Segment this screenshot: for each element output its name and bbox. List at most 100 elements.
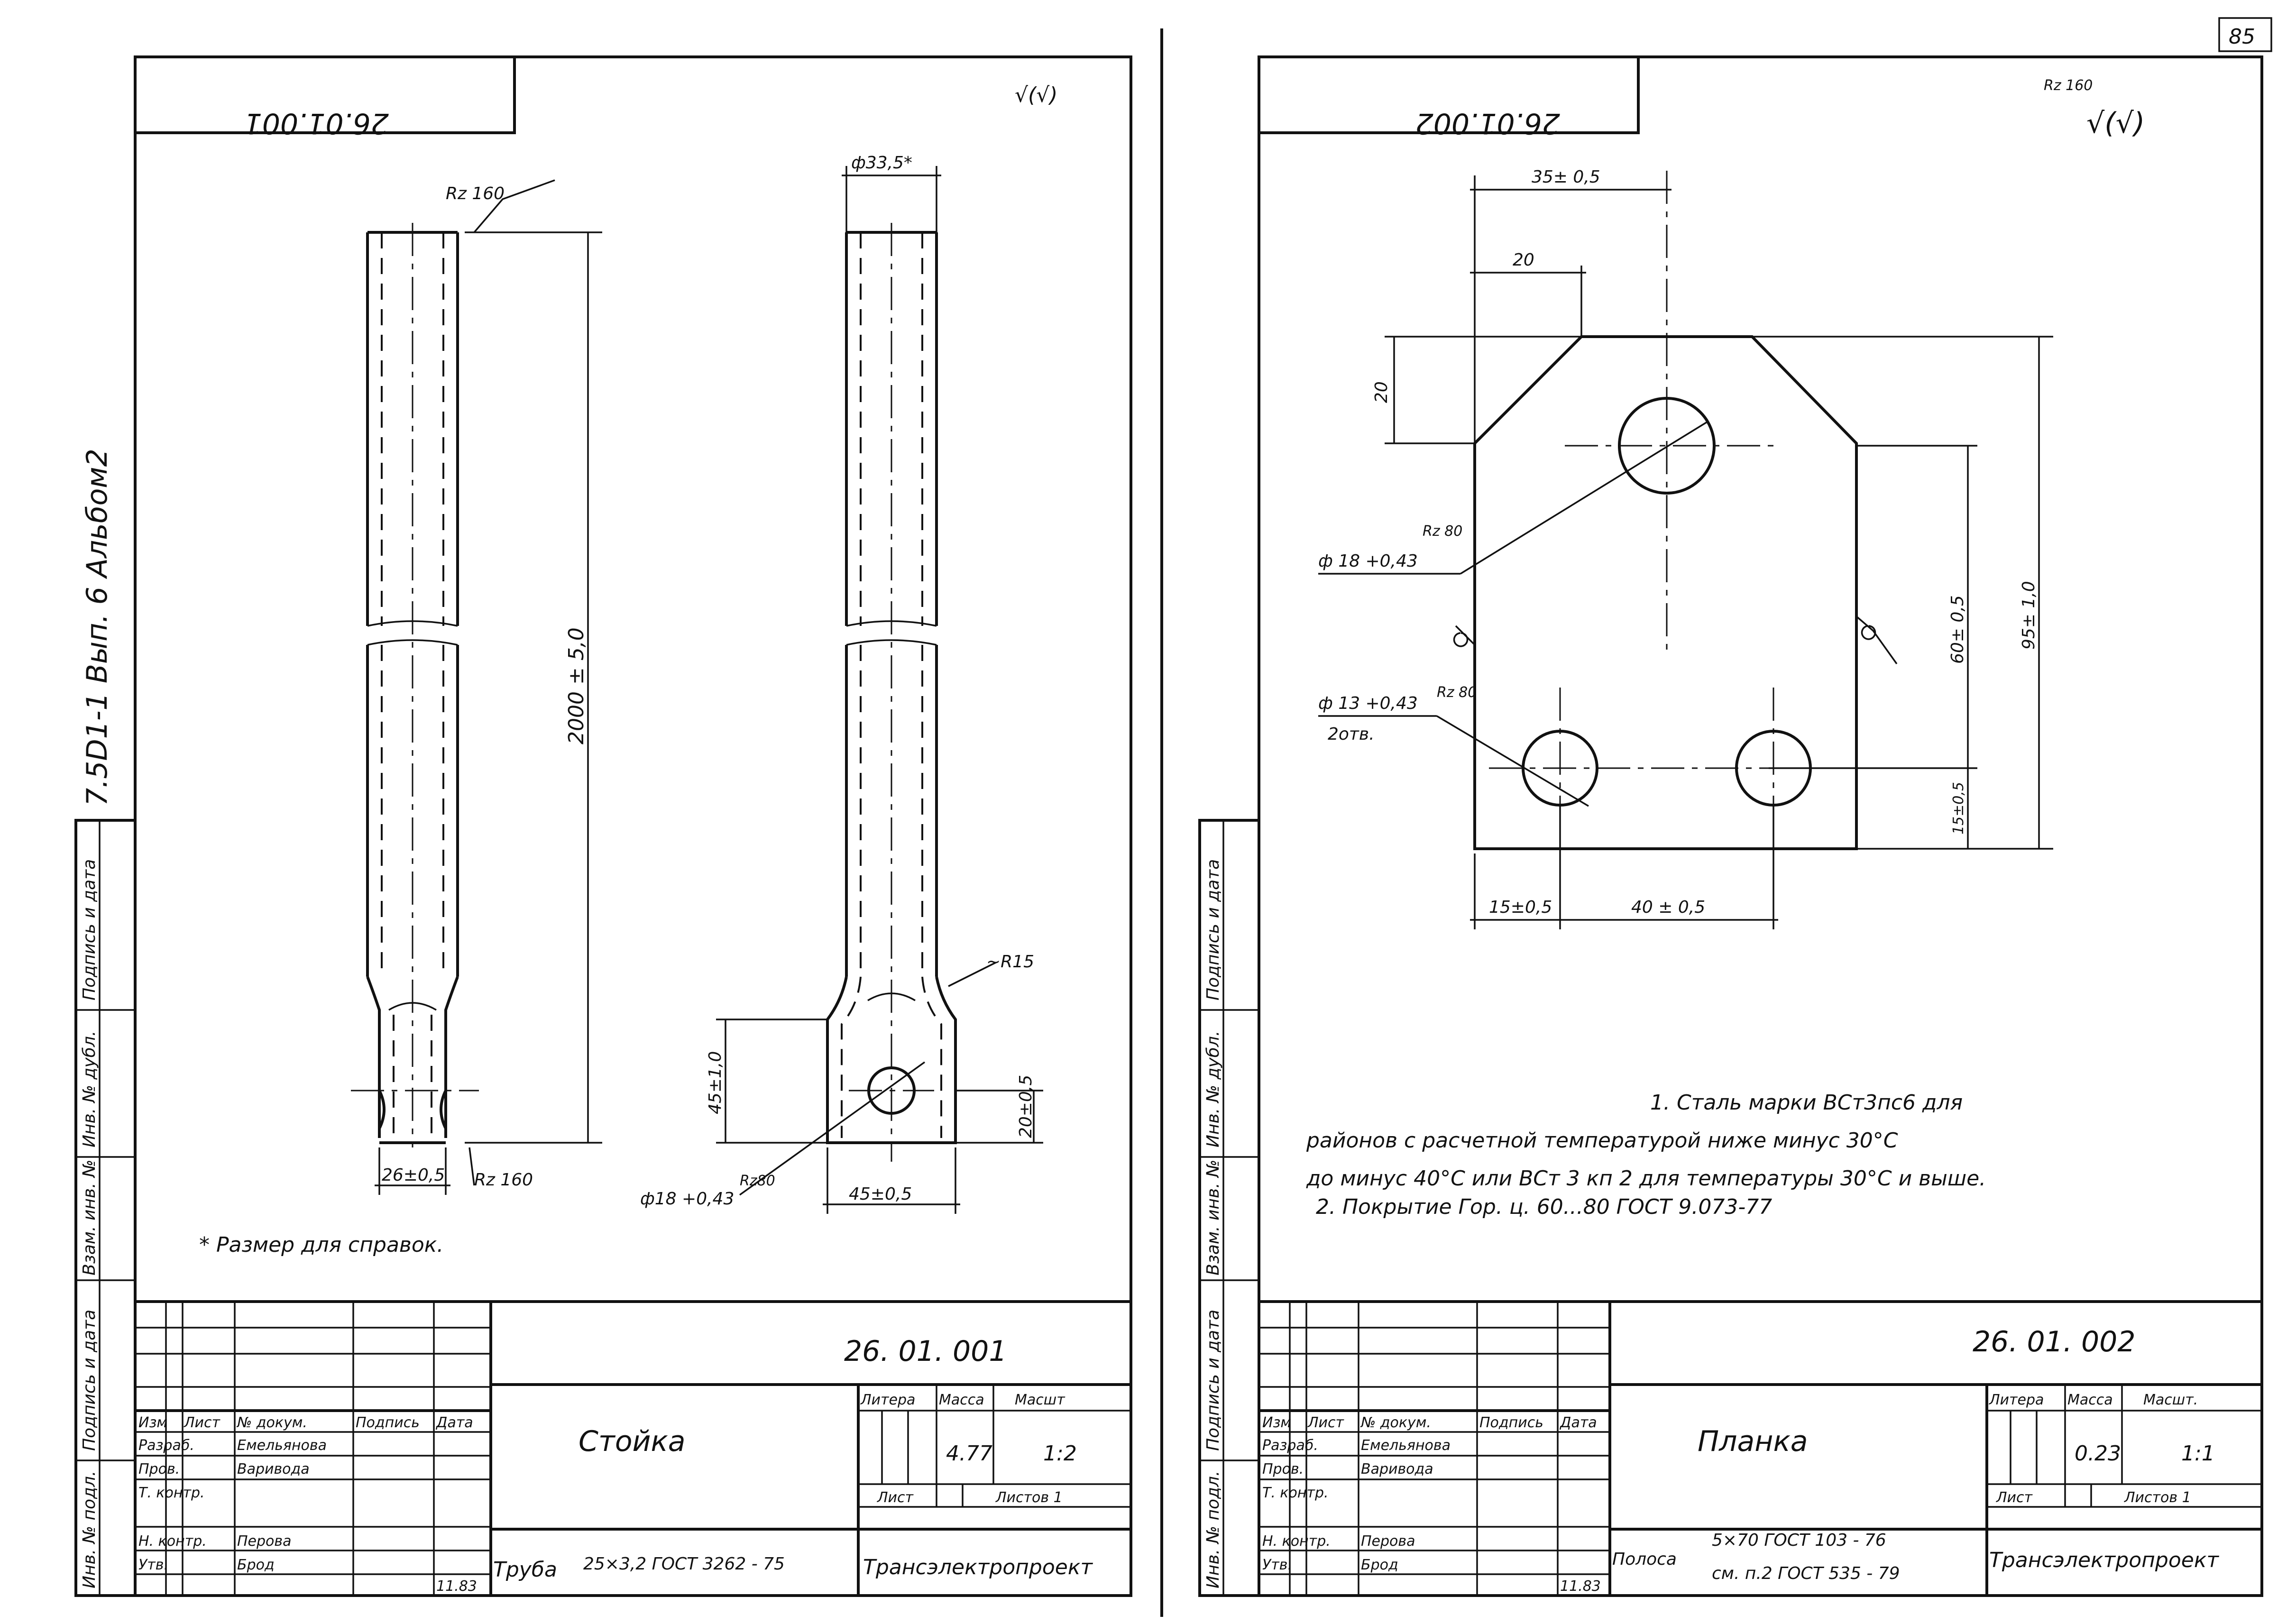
tb1-org: Трансэлектропроект: [863, 1555, 1093, 1579]
dim-diameter-33: ф33,5*: [851, 153, 912, 173]
tb1-date: 11.83: [436, 1578, 477, 1595]
sheet-1: 26.01.001 √(√) Подпись и дата Инв. № дуб…: [74, 55, 1132, 1597]
note-line-4: 2. Покрытие Гор. ц. 60...80 ГОСТ 9.073-7…: [1316, 1195, 1772, 1219]
sheet-1-rz160-bottom: Rz 160: [474, 1170, 533, 1190]
s2-side-stamp-2: Инв. № дубл.: [1203, 1031, 1223, 1147]
sheet-2-title-block: Изм Лист № докум. Подпись Дата Разраб. Е…: [1258, 1300, 2263, 1597]
tb2-h-doc: № докум.: [1360, 1414, 1431, 1431]
sheet-2: 26.01.002 Rz 160 √(√) Подпись и дата Инв…: [1198, 55, 2263, 1597]
dim-width-26: 26±0,5: [382, 1165, 445, 1185]
sheet-1-side-stamp: Подпись и дата Инв. № дубл. Взам. инв. №…: [74, 819, 137, 1597]
sheet-1-title-block: Изм Лист № докум. Подпись Дата Разраб. Е…: [134, 1300, 1132, 1597]
tb2-name-1: Варивода: [1361, 1461, 1433, 1477]
tb1-h-list: Лист: [184, 1414, 221, 1431]
tb2-mass: 0.23: [2075, 1441, 2121, 1466]
tube-side-view: Rz 160 2000 ± 5,0 26±0,5 Rz 160: [351, 179, 602, 1195]
tb1-role-3: Н. контр.: [138, 1533, 207, 1550]
dim-hole-18-plate: ф 18 +0,43: [1318, 551, 1418, 571]
tb2-role-1: Пров.: [1262, 1461, 1304, 1477]
tb1-material-spec: 25×3,2 ГОСТ 3262 - 75: [583, 1554, 785, 1574]
tb1-name-4: Брод: [237, 1557, 275, 1573]
page-number-box: [2218, 17, 2272, 52]
album-label: 7.5D1-1 Вып. 6 Альбом2: [81, 449, 114, 806]
tb1-role-2: Т. контр.: [138, 1485, 205, 1501]
tb2-material-label: Полоса: [1612, 1550, 1677, 1569]
dim-rz80-a: Rz 80: [1423, 523, 1462, 540]
tb1-material-label: Труба: [493, 1558, 557, 1582]
tb2-h-izm: Изм: [1262, 1414, 1291, 1431]
tb2-sheet: Лист: [1996, 1489, 2033, 1506]
tb1-role-1: Пров.: [138, 1461, 180, 1477]
sheet-2-code-box: [1258, 55, 1640, 134]
dim-hole-13: ф 13 +0,43: [1318, 694, 1418, 713]
tb2-role-0: Разраб.: [1262, 1437, 1318, 1454]
tb2-name-0: Емельянова: [1361, 1437, 1451, 1454]
tb1-role-4: Утв.: [138, 1557, 168, 1573]
tb1-scale: 1:2: [1043, 1441, 1077, 1466]
side-stamp-3: Взам. инв. №: [80, 1160, 99, 1275]
s2-side-stamp-3: Взам. инв. №: [1203, 1160, 1223, 1275]
tb1-h-izm: Изм: [138, 1414, 167, 1431]
tb1-code: 26. 01. 001: [844, 1335, 1007, 1368]
note-line-3: до минус 40°С или ВСт 3 кп 2 для темпера…: [1306, 1166, 1986, 1191]
sheet-2-roughness-symbol: √(√): [2086, 107, 2145, 140]
tb2-material-spec-1: 5×70 ГОСТ 103 - 76: [1712, 1531, 1886, 1550]
tb1-sheet: Лист: [877, 1489, 914, 1506]
tb2-scale-label: Масшт.: [2143, 1392, 2198, 1408]
tb1-litera: Литера: [860, 1392, 915, 1408]
tb1-name: Стойка: [579, 1425, 686, 1458]
dim-40: 40 ± 0,5: [1631, 898, 1705, 917]
s2-side-stamp-1: Подпись и дата: [1203, 859, 1223, 1000]
sheet-2-frame: [1258, 55, 2263, 1597]
tb2-h-date: Дата: [1559, 1414, 1597, 1431]
dim-95: 95± 1,0: [2019, 581, 2039, 650]
tb2-role-4: Утв.: [1262, 1557, 1292, 1573]
tb2-h-sign: Подпись: [1479, 1414, 1543, 1431]
s2-side-stamp-4: Подпись и дата: [1203, 1310, 1223, 1451]
tb2-date: 11.83: [1560, 1578, 1601, 1595]
tb1-scale-label: Масшт: [1015, 1392, 1065, 1408]
dim-15-side: 15±0,5: [1950, 782, 1967, 835]
side-stamp-5: Инв. № подл.: [80, 1471, 99, 1588]
side-stamp-1: Подпись и дата: [80, 859, 99, 1000]
tb2-sheets: Листов 1: [2124, 1489, 2191, 1506]
dim-20-top: 20: [1513, 250, 1534, 270]
sheet-1-footnote: * Размер для справок.: [199, 1233, 443, 1257]
tb1-name-1: Варивода: [237, 1461, 310, 1477]
dim-15-bottom: 15±0,5: [1489, 898, 1552, 917]
tb2-role-2: Т. контр.: [1262, 1485, 1329, 1501]
tb1-mass-label: Масса: [939, 1392, 984, 1408]
tb1-role-0: Разраб.: [138, 1437, 194, 1454]
tb1-sheets: Листов 1: [995, 1489, 1063, 1506]
sheet-1-code-box: [134, 55, 516, 134]
tb2-litera: Литера: [1989, 1392, 2044, 1408]
tb2-h-list: Лист: [1307, 1414, 1345, 1431]
dim-base-45: 45±0,5: [849, 1184, 912, 1204]
dim-radius: ~R15: [986, 952, 1034, 972]
plate-drawing: 35± 0,5 20 20 60± 0,5 95± 1,0 15±0,5 15±…: [1318, 167, 2053, 929]
tube-front-view: ф33,5* ~R15 45±1,0 20±0,5 ф18 +0,43 Rz80…: [640, 153, 1043, 1214]
dim-rz80-b: Rz 80: [1437, 684, 1477, 701]
dim-20: 20±0,5: [1016, 1075, 1036, 1138]
dim-60: 60± 0,5: [1948, 595, 1967, 664]
sheet-2-side-stamp: Подпись и дата Инв. № дубл. Взам. инв. №…: [1198, 819, 1260, 1597]
dim-20-side: 20: [1372, 381, 1391, 403]
dim-holes-count: 2отв.: [1328, 725, 1375, 744]
tb1-h-date: Дата: [435, 1414, 473, 1431]
sheet-1-rz160-top: Rz 160: [446, 184, 505, 203]
sheet-1-roughness-symbol: √(√): [1015, 83, 1057, 107]
dim-45-vert: 45±1,0: [706, 1051, 725, 1114]
tb1-mass: 4.77: [946, 1441, 992, 1466]
page-number: 85: [2229, 25, 2255, 49]
side-stamp-4: Подпись и дата: [80, 1310, 99, 1451]
tb2-scale: 1:1: [2181, 1441, 2215, 1466]
dim-35: 35± 0,5: [1532, 167, 1600, 187]
tb2-code: 26. 01. 002: [1973, 1325, 2136, 1358]
dim-length-2000: 2000 ± 5,0: [564, 627, 588, 744]
side-stamp-2: Инв. № дубл.: [80, 1031, 99, 1147]
tb1-name-3: Перова: [237, 1533, 291, 1550]
sheet-2-roughness-label: Rz 160: [2044, 77, 2093, 94]
note-line-1: 1. Сталь марки ВСт3пс6 для: [1650, 1091, 1963, 1115]
tb2-material-spec-2: см. п.2 ГОСТ 535 - 79: [1712, 1564, 1900, 1583]
